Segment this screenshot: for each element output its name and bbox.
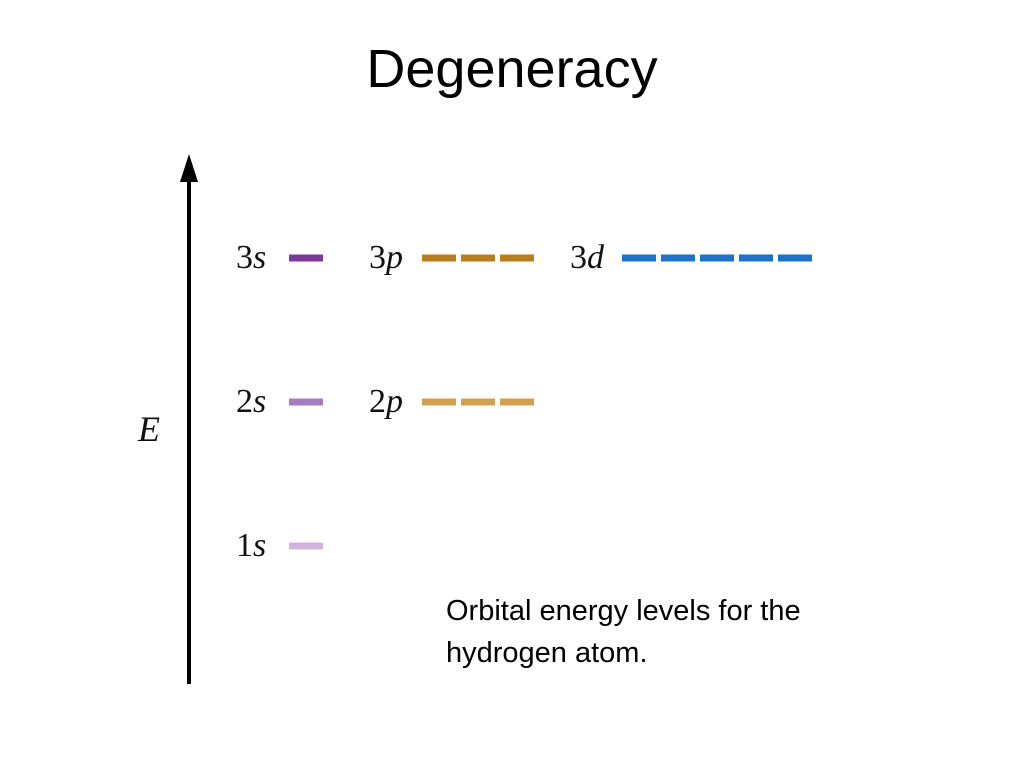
energy-axis-arrowhead-icon bbox=[180, 154, 198, 182]
orbital-line-3p-1 bbox=[422, 254, 456, 262]
orbital-label-2s-n: 2 bbox=[236, 383, 253, 420]
orbital-label-3s: 3s bbox=[236, 239, 266, 276]
level-group-1s: 1s bbox=[236, 527, 323, 564]
orbital-label-2p: 2p bbox=[369, 383, 403, 420]
diagram-caption: Orbital energy levels for the hydrogen a… bbox=[446, 590, 926, 674]
orbital-lines-3s bbox=[289, 254, 323, 262]
orbital-lines-1s bbox=[289, 542, 323, 550]
orbital-label-3s-l: s bbox=[253, 239, 266, 276]
orbital-line-2p-3 bbox=[500, 398, 534, 406]
orbital-label-3d-n: 3 bbox=[570, 239, 587, 276]
orbital-label-3d-l: d bbox=[587, 239, 605, 276]
orbital-label-2s: 2s bbox=[236, 383, 266, 420]
orbital-line-2s-1 bbox=[289, 398, 323, 406]
orbital-line-2p-2 bbox=[461, 398, 495, 406]
orbital-line-2p-1 bbox=[422, 398, 456, 406]
caption-line-1: Orbital energy levels for the bbox=[446, 595, 801, 627]
orbital-lines-2s bbox=[289, 398, 323, 406]
orbital-line-3s-1 bbox=[289, 254, 323, 262]
level-group-3s: 3s bbox=[236, 239, 323, 276]
orbital-line-3d-4 bbox=[739, 254, 773, 262]
level-group-2p: 2p bbox=[369, 383, 534, 420]
level-group-3d: 3d bbox=[570, 239, 812, 276]
slide-title: Degeneracy bbox=[366, 39, 658, 99]
energy-axis-label: E bbox=[137, 409, 160, 449]
orbital-label-2p-l: p bbox=[384, 383, 403, 420]
level-group-2s: 2s bbox=[236, 383, 323, 420]
orbital-label-1s-l: s bbox=[253, 527, 266, 564]
orbital-line-3p-3 bbox=[500, 254, 534, 262]
orbital-lines-2p bbox=[422, 398, 534, 406]
orbital-label-3p-l: p bbox=[384, 239, 403, 276]
energy-axis: E bbox=[137, 154, 198, 684]
orbital-label-3d: 3d bbox=[570, 239, 605, 276]
caption-line-2: hydrogen atom. bbox=[446, 637, 648, 669]
orbital-line-3d-2 bbox=[661, 254, 695, 262]
orbital-lines-3p bbox=[422, 254, 534, 262]
orbital-label-1s-n: 1 bbox=[236, 527, 253, 564]
orbital-label-3p-n: 3 bbox=[369, 239, 386, 276]
orbital-line-3p-2 bbox=[461, 254, 495, 262]
orbital-label-1s: 1s bbox=[236, 527, 266, 564]
orbital-label-2s-l: s bbox=[253, 383, 266, 420]
orbital-label-2p-n: 2 bbox=[369, 383, 386, 420]
orbital-line-3d-3 bbox=[700, 254, 734, 262]
orbital-label-3s-n: 3 bbox=[236, 239, 253, 276]
level-group-3p: 3p bbox=[369, 239, 534, 276]
orbital-lines-3d bbox=[622, 254, 812, 262]
orbital-line-1s-1 bbox=[289, 542, 323, 550]
orbital-label-3p: 3p bbox=[369, 239, 403, 276]
orbital-line-3d-5 bbox=[778, 254, 812, 262]
orbital-line-3d-1 bbox=[622, 254, 656, 262]
